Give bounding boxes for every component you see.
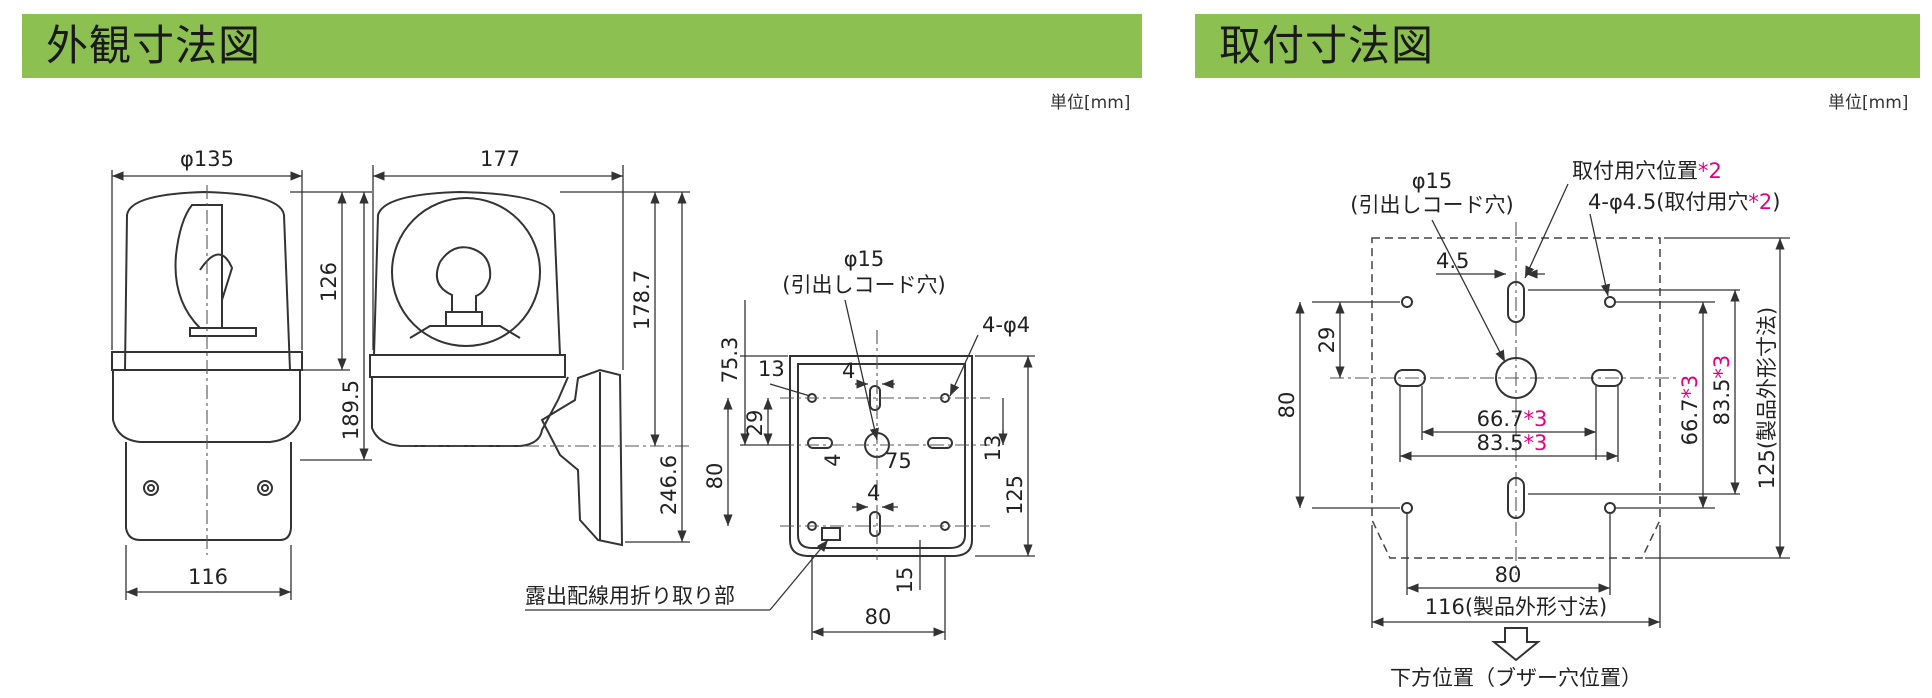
knockout-tab: [821, 527, 841, 541]
mount-4-phi45-label: 4-φ4.5(取付用穴: [1588, 190, 1748, 214]
cord-hole: [1495, 357, 1537, 399]
mount-4-phi45-note: *2: [1748, 190, 1772, 214]
svg-text:66.7*3: 66.7*3: [1477, 407, 1548, 431]
svg-text:4-φ4.5(取付用穴*2): 4-φ4.5(取付用穴*2): [1588, 190, 1780, 214]
svg-text:83.5*3: 83.5*3: [1477, 431, 1548, 455]
base-outline: [789, 355, 973, 557]
base-phi15: φ15: [844, 247, 885, 271]
screw-icon-inner: [147, 484, 155, 492]
mount-phi15: φ15: [1412, 169, 1453, 193]
svg-text:取付用穴位置*2: 取付用穴位置*2: [1572, 159, 1722, 183]
side-body: [371, 376, 569, 447]
mount-slot: [927, 437, 953, 449]
mount-slot: [1394, 369, 1426, 387]
mount-hole-pos-label: 取付用穴位置: [1572, 159, 1698, 183]
mount-slot: [807, 437, 833, 449]
knockout-label: 露出配線用折り取り部: [525, 584, 735, 608]
base-cord-hole-label: (引出しコード穴): [782, 273, 945, 297]
svg-text:66.7*3: 66.7*3: [1678, 375, 1702, 446]
mount-hole: [1401, 502, 1413, 514]
front-reflector-base: [189, 327, 257, 337]
mount-dim-83-5h: 83.5: [1477, 431, 1524, 455]
base-dim-4c: 4: [867, 481, 880, 505]
side-view: 177 178.7 246.6: [369, 147, 690, 547]
mount-hole-pos-note: *2: [1698, 159, 1722, 183]
dim-177: 177: [480, 147, 520, 171]
front-base: [112, 370, 301, 443]
mount-slot: [1591, 369, 1623, 387]
base-dim-15: 15: [893, 567, 917, 594]
mount-hole: [1604, 502, 1616, 514]
front-reflector-curve: [199, 253, 234, 301]
mount-cord-hole-label: (引出しコード穴): [1350, 193, 1513, 217]
dim-178-7: 178.7: [630, 270, 654, 330]
base-dim-75-3: 75.3: [718, 337, 742, 384]
dim-126: 126: [317, 262, 341, 302]
base-4-phi4: 4-φ4: [982, 313, 1030, 337]
base-dim-4b: 4: [821, 453, 845, 466]
product-outline: [1371, 237, 1661, 559]
base-dim-4a: 4: [842, 359, 855, 383]
mount-4-phi45-close: ): [1772, 190, 1780, 214]
base-view: φ15 (引出しコード穴) 4-φ4 75.3 13 29 4 4 75 80 …: [525, 247, 1035, 640]
screw-icon-inner: [261, 484, 269, 492]
front-reflector: [174, 204, 223, 329]
mount-dim-116h: 116(製品外形寸法): [1425, 595, 1607, 619]
side-dome: [372, 190, 562, 356]
base-dim-29: 29: [743, 410, 767, 437]
dim-189-5: 189.5: [339, 380, 363, 440]
bulb-socket: [445, 311, 483, 327]
down-position-label: 下方位置（ブザー穴位置）: [1390, 666, 1642, 690]
front-view: φ135 116 126 189.5: [111, 147, 372, 600]
mount-dim-80v: 80: [1275, 392, 1299, 419]
mount-dim-83-5v: 83.5: [1710, 379, 1734, 426]
mount-dim-83-5h-note: *3: [1523, 431, 1547, 455]
mount-slot: [869, 511, 881, 537]
dim-116: 116: [188, 565, 228, 589]
mount-dim-80h: 80: [1495, 563, 1522, 587]
mount-dim-66-7v: 66.7: [1678, 399, 1702, 446]
front-dome: [123, 190, 292, 371]
side-flange: [369, 354, 566, 378]
screw-icon: [143, 480, 159, 496]
right-panel-title: 取付寸法図: [1219, 21, 1435, 70]
base-dim-80h: 80: [865, 605, 892, 629]
down-arrow-icon: [1491, 627, 1541, 662]
dim-phi135: φ135: [180, 147, 234, 171]
mount-dim-83-5v-note: *3: [1710, 355, 1734, 379]
side-bracket: [540, 368, 624, 547]
mount-diagram: 80 29 4.5 φ15 (引出しコード穴) 取付用穴位置*2 4-φ4.5(…: [1275, 159, 1790, 690]
right-header-bar: 取付寸法図: [1195, 14, 1920, 78]
mount-hole: [1604, 296, 1616, 308]
left-header-bar: 外観寸法図: [22, 14, 1142, 78]
mount-hole: [1401, 296, 1413, 308]
svg-text:83.5*3: 83.5*3: [1710, 355, 1734, 426]
mount-dim-125v: 125(製品外形寸法): [1755, 307, 1779, 489]
base-dim-80v: 80: [703, 463, 727, 490]
base-dim-125: 125: [1003, 475, 1027, 515]
side-bulb-base: [409, 325, 521, 339]
mount-slot: [1507, 477, 1525, 519]
screw-icon: [257, 480, 273, 496]
base-dim-13a: 13: [758, 357, 785, 381]
mount-slot: [1507, 281, 1525, 323]
mount-dim-66-7v-note: *3: [1678, 375, 1702, 399]
left-panel-title: 外観寸法図: [46, 21, 262, 70]
mount-dim-29: 29: [1315, 327, 1339, 354]
base-inner: [797, 363, 966, 549]
base-dim-75: 75: [885, 449, 912, 473]
front-lower-body: [125, 442, 292, 541]
right-unit-label: 単位[mm]: [1828, 93, 1909, 113]
side-lens: [391, 197, 541, 347]
base-dim-13b: 13: [981, 435, 1005, 462]
mount-dim-66-7h-note: *3: [1523, 407, 1547, 431]
dim-246-6: 246.6: [657, 455, 681, 515]
left-unit-label: 単位[mm]: [1050, 93, 1131, 113]
mount-dim-66-7h: 66.7: [1477, 407, 1524, 431]
bulb-icon: [436, 246, 492, 313]
